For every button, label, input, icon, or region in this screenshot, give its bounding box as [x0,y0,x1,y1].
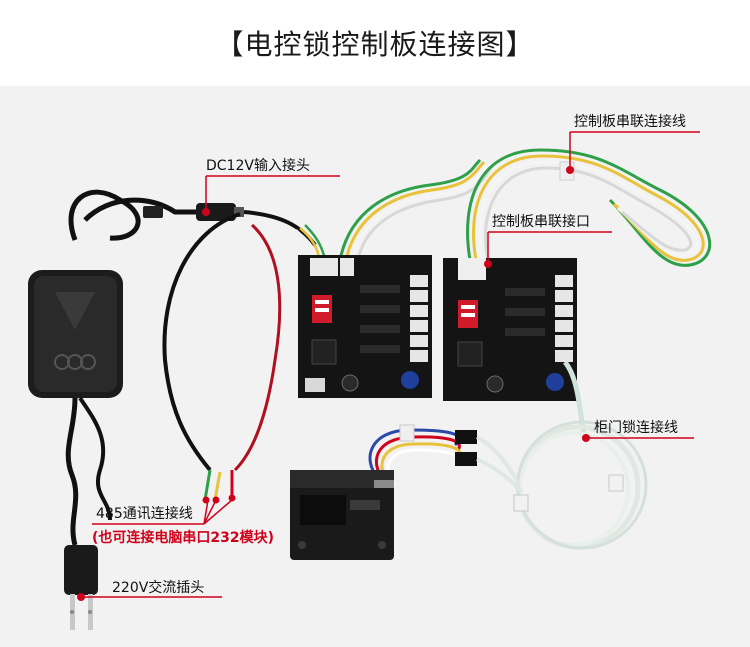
label-cabinet-lock-cable: 柜门锁连接线 [594,420,678,436]
label-dc-input: DC12V输入接头 [206,158,310,174]
power-485-cable [162,210,327,501]
control-board-1 [298,255,432,398]
label-cascade-cable: 控制板串联连接线 [574,114,686,130]
electric-lock [290,424,524,560]
label-ac-plug: 220V交流插头 [112,580,205,596]
label-485-cable: 485通讯连接线 [96,506,193,522]
title-bar: 【电控锁控制板连接图】 [0,0,750,86]
diagram-title: 【电控锁控制板连接图】 [215,28,535,61]
power-adapter [28,189,244,630]
control-board-2 [443,258,577,401]
cascade-cable-between-boards [338,158,494,261]
label-cascade-port: 控制板串联接口 [492,214,590,230]
annotation-lines [77,131,700,601]
cascade-cable-out [466,148,712,267]
label-485-note: (也可连接电脑串口232模块) [92,530,275,546]
